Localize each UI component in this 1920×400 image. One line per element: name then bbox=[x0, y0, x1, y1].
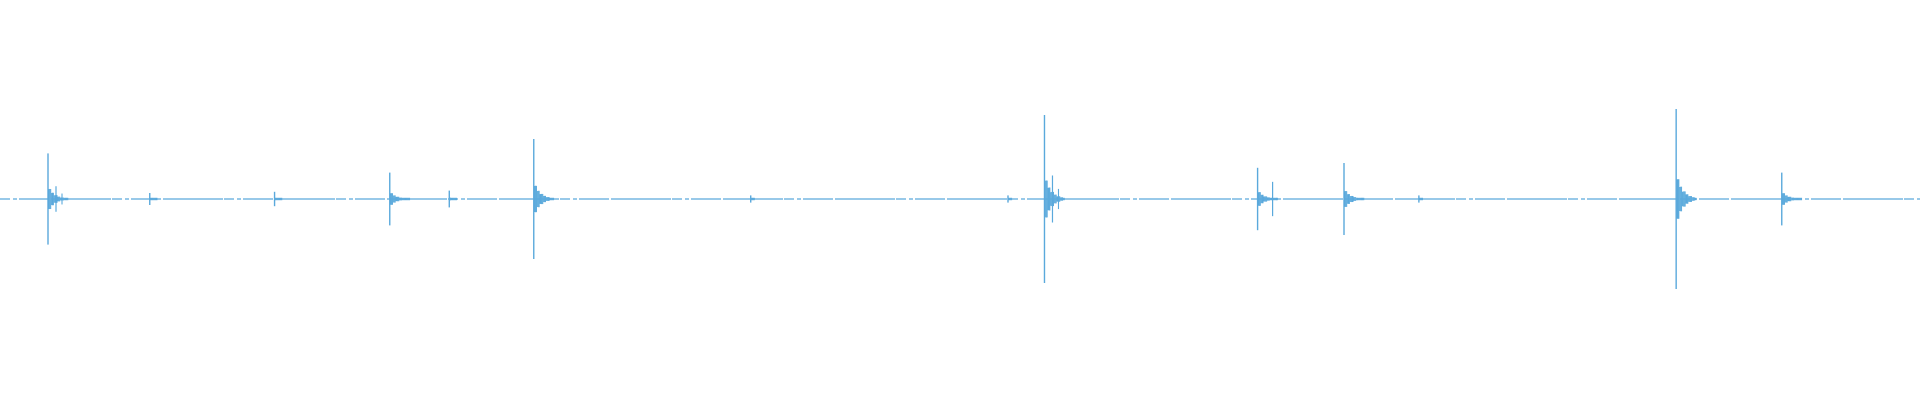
waveform-peaks bbox=[47, 109, 1803, 289]
